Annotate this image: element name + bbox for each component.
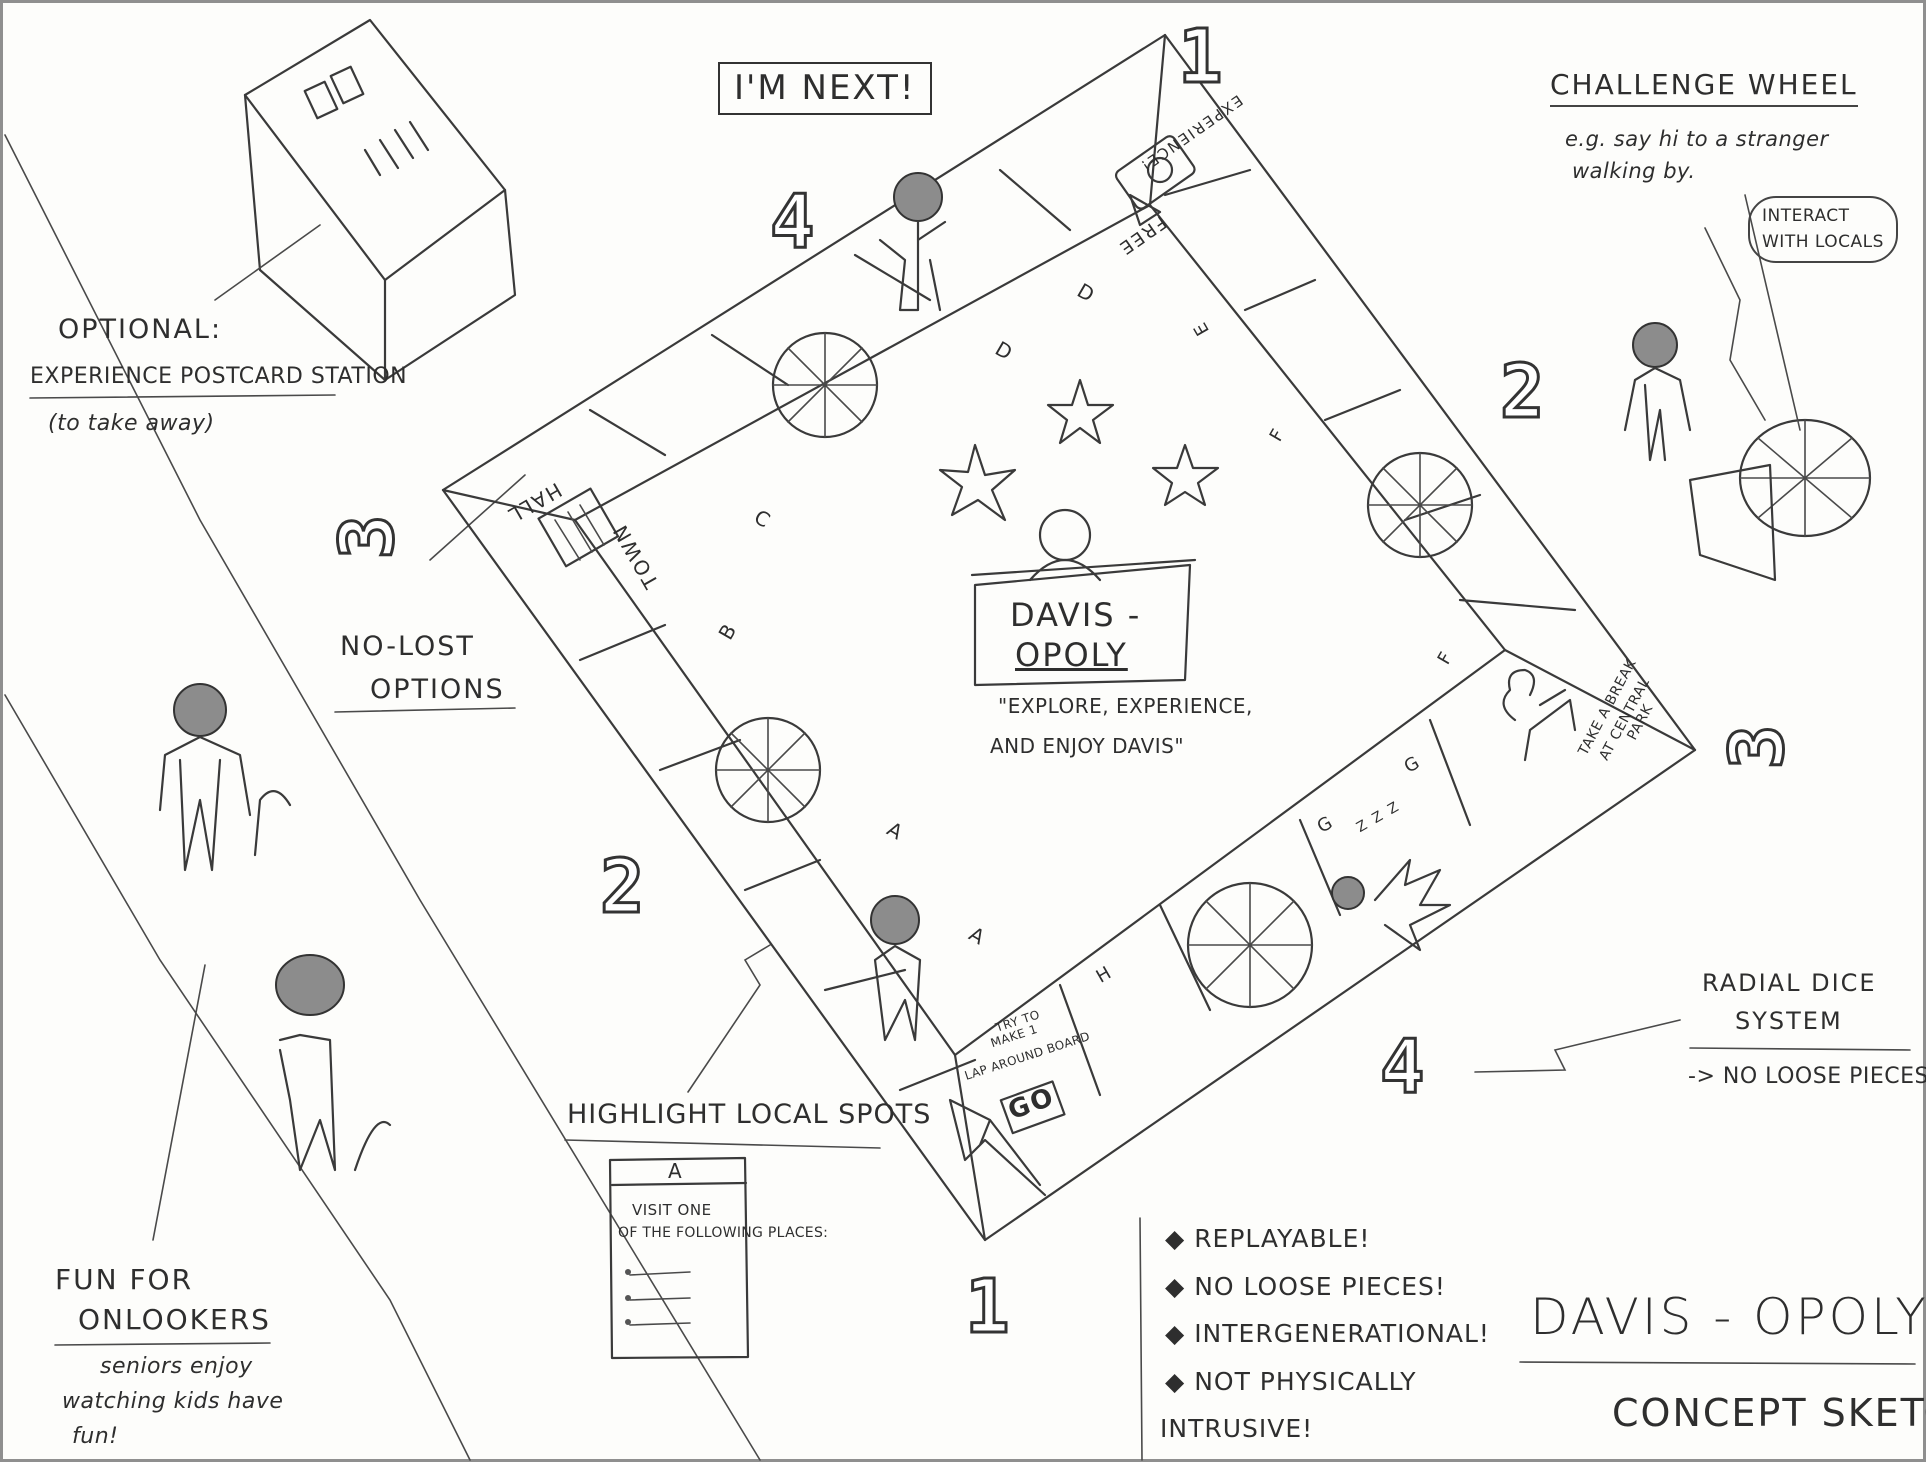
park-bench-icon — [1502, 668, 1577, 762]
seniors-line-3: fun! — [72, 1424, 119, 1449]
player-number-3-left: 3 — [323, 513, 412, 561]
challenge-line-2: walking by. — [1572, 159, 1696, 183]
path-line-left-b — [4, 694, 471, 1461]
go-box — [999, 1080, 1066, 1135]
player-number-4-top: 4 — [769, 179, 817, 265]
star-icon-2 — [1046, 378, 1115, 445]
feature-text-2: NO LOOSE PIECES! — [1194, 1272, 1446, 1301]
star-icon-3 — [1151, 443, 1220, 507]
card-line-1: VISIT ONE — [632, 1201, 712, 1219]
spinner-wheel-left — [714, 716, 822, 824]
seniors-line-2: watching kids have — [62, 1389, 284, 1414]
leader-radial — [1474, 1019, 1681, 1073]
underline-highlight — [564, 1139, 881, 1149]
feature-text-3: INTERGENERATIONAL! — [1194, 1319, 1490, 1348]
game-board — [441, 33, 1697, 1242]
presenter-icon — [1028, 508, 1102, 582]
highlight-label: HIGHLIGHT LOCAL SPOTS — [567, 1099, 932, 1130]
highlight-card — [608, 1156, 750, 1360]
center-sign — [973, 563, 1192, 687]
challenge-wheel-icon — [1688, 418, 1872, 582]
feature-divider — [1139, 1217, 1143, 1461]
feature-item-5: INTRUSIVE! — [1160, 1414, 1314, 1443]
underline-no-lost — [334, 707, 516, 713]
player-number-2-right: 2 — [1499, 349, 1547, 435]
feature-item-2: ◆ NO LOOSE PIECES! — [1165, 1272, 1446, 1301]
options-label: OPTIONS — [370, 674, 505, 705]
player-runner-icon — [1331, 858, 1452, 952]
player-number-1-bottom: 1 — [964, 1264, 1012, 1350]
challenge-title: CHALLENGE WHEEL — [1550, 69, 1858, 107]
slogan-line-1: "EXPLORE, EXPERIENCE, — [998, 694, 1253, 718]
sketch-title: DAVIS - OPOLY — [1530, 1288, 1926, 1346]
leader-no-lost — [429, 474, 526, 561]
interact-line-2: WITH LOCALS — [1762, 231, 1884, 252]
title-underline — [1519, 1361, 1916, 1365]
radial-line-2: SYSTEM — [1735, 1007, 1843, 1035]
town-hall-icon — [537, 487, 620, 568]
spinner-wheel-bottom — [1186, 881, 1314, 1009]
feature-item-3: ◆ INTERGENERATIONAL! — [1165, 1319, 1490, 1348]
im-next-bubble: I'M NEXT! — [718, 62, 932, 116]
go-arrow — [948, 1098, 1047, 1197]
player-figure-bottom — [870, 895, 922, 1042]
spinner-wheel-top — [771, 331, 879, 439]
camera-icon — [1114, 135, 1196, 227]
sketch-subtitle: CONCEPT SKETCH — [1612, 1391, 1926, 1435]
optional-line: EXPERIENCE POSTCARD STATION — [30, 364, 408, 389]
player-number-2-left: 2 — [599, 844, 647, 930]
sign-line-2: OPOLY — [1015, 636, 1128, 674]
onlookers-label: ONLOOKERS — [78, 1303, 271, 1336]
child-figure-icon — [275, 954, 392, 1172]
underline-onlookers — [54, 1342, 271, 1346]
leader-onlookers — [152, 964, 206, 1241]
star-icon-1 — [938, 443, 1017, 522]
leader-challenge — [1704, 194, 1801, 431]
interact-cloud: INTERACT WITH LOCALS — [1748, 196, 1898, 263]
optional-title: OPTIONAL: — [58, 314, 223, 345]
player-figure-top — [878, 172, 947, 312]
challenge-line-1: e.g. say hi to a stranger — [1565, 127, 1829, 151]
spinner-wheel-right — [1366, 451, 1474, 559]
radial-line-1: RADIAL DICE — [1702, 969, 1877, 997]
seniors-line-1: seniors enjoy — [100, 1354, 253, 1379]
card-line-2: OF THE FOLLOWING PLACES: — [618, 1225, 829, 1241]
path-line-left-a — [4, 134, 761, 1461]
card-letter: A — [668, 1159, 684, 1183]
player-number-4-bottom: 4 — [1379, 1024, 1427, 1110]
player-number-1-top: 1 — [1177, 14, 1225, 100]
feature-item-1: ◆ REPLAYABLE! — [1165, 1224, 1371, 1253]
feature-text-1: REPLAYABLE! — [1194, 1224, 1371, 1253]
optional-note: (to take away) — [48, 411, 215, 436]
underline-radial — [1689, 1047, 1911, 1051]
postcard-station-icon — [243, 18, 517, 382]
player-figure-right — [1623, 322, 1692, 462]
leader-highlight — [687, 944, 771, 1093]
underline-postcard — [29, 394, 336, 399]
feature-text-4: NOT PHYSICALLY — [1194, 1367, 1417, 1396]
player-number-3-right: 3 — [1713, 723, 1802, 771]
senior-figure-icon — [158, 683, 292, 872]
fun-for-label: FUN FOR — [55, 1263, 194, 1296]
sign-line-1: DAVIS - — [1010, 596, 1142, 634]
leader-postcard — [214, 224, 321, 301]
interact-line-1: INTERACT — [1762, 206, 1850, 226]
feature-item-4: ◆ NOT PHYSICALLY — [1165, 1367, 1417, 1396]
slogan-line-2: AND ENJOY DAVIS" — [990, 734, 1185, 758]
radial-line-3: -> NO LOOSE PIECES — [1688, 1064, 1926, 1089]
no-lost-label: NO-LOST — [340, 631, 475, 662]
